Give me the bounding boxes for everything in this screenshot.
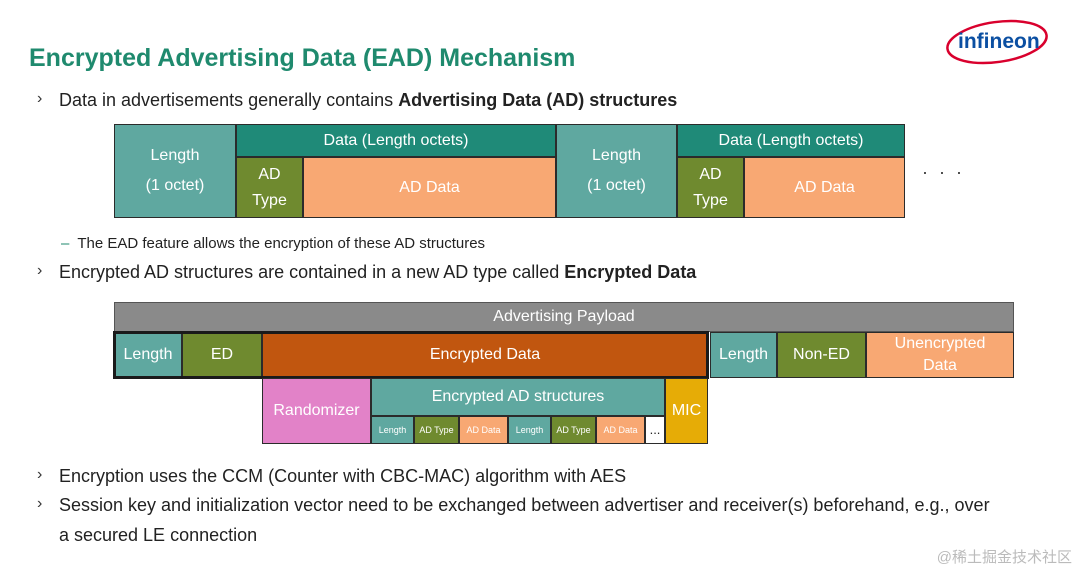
ad-data-cell-1: AD Data [303, 157, 556, 218]
small-ad-data-cell-2: AD Data [596, 416, 645, 444]
chevron-right-icon: › [37, 495, 43, 512]
length-cell-2: Length [710, 332, 777, 378]
ed-cell: ED [182, 332, 262, 378]
mic-cell: MIC [665, 378, 708, 444]
randomizer-cell: Randomizer [262, 378, 371, 444]
infineon-logo: infineon [944, 14, 1050, 66]
logo-text: infineon [958, 30, 1040, 53]
chevron-right-icon: › [37, 90, 43, 107]
non-ed-cell: Non-ED [777, 332, 866, 378]
sub-bullet: –The EAD feature allows the encryption o… [61, 235, 485, 252]
sub-bullet-text: The EAD feature allows the encryption of… [77, 235, 486, 252]
small-length-cell-2: Length [508, 416, 551, 444]
bullet-1: › Data in advertisements generally conta… [37, 90, 678, 111]
watermark: @稀土掘金技术社区 [936, 549, 1072, 566]
ellipsis: · · · [922, 162, 965, 182]
ed-structure-outline [113, 331, 709, 379]
small-ad-type-cell-1: AD Type [414, 416, 459, 444]
bullet-4-line-2: a secured LE connection [59, 525, 258, 545]
page-title: Encrypted Advertising Data (EAD) Mechani… [29, 44, 576, 72]
unencrypted-data-cell: Unencrypted Data [866, 332, 1014, 378]
advertising-payload-header: Advertising Payload [114, 302, 1014, 332]
encrypted-data-cell: Encrypted Data [262, 332, 708, 378]
small-length-cell-1: Length [371, 416, 414, 444]
bullet-2: › Encrypted AD structures are contained … [37, 262, 697, 283]
small-ad-type-cell-2: AD Type [551, 416, 596, 444]
bullet-4-text: Session key and initialization vector ne… [59, 495, 990, 515]
dash-icon: – [61, 235, 70, 252]
bullet-2-text: Encrypted AD structures are contained in… [59, 262, 565, 282]
data-header-cell-1: Data (Length octets) [236, 124, 556, 157]
length-cell-1: Length (1 octet) [114, 124, 236, 218]
small-ad-data-cell-1: AD Data [459, 416, 508, 444]
length-cell-2: Length (1 octet) [556, 124, 677, 218]
bullet-3-text: Encryption uses the CCM (Counter with CB… [59, 466, 627, 486]
chevron-right-icon: › [37, 262, 43, 279]
data-header-cell-2: Data (Length octets) [677, 124, 905, 157]
bullet-2-bold: Encrypted Data [564, 262, 697, 282]
small-ellipsis-cell: ... [645, 416, 665, 444]
bullet-1-text: Data in advertisements generally contain… [59, 90, 399, 110]
chevron-right-icon: › [37, 466, 43, 483]
ad-data-cell-2: AD Data [744, 157, 905, 218]
encrypted-ad-structures-cell: Encrypted AD structures [371, 378, 665, 416]
bullet-4: › Session key and initialization vector … [37, 495, 990, 516]
bullet-1-bold: Advertising Data (AD) structures [398, 90, 678, 110]
ad-type-cell-1: AD Type [236, 157, 303, 218]
bullet-3: › Encryption uses the CCM (Counter with … [37, 466, 627, 487]
length-cell: Length [114, 332, 182, 378]
ad-type-cell-2: AD Type [677, 157, 744, 218]
